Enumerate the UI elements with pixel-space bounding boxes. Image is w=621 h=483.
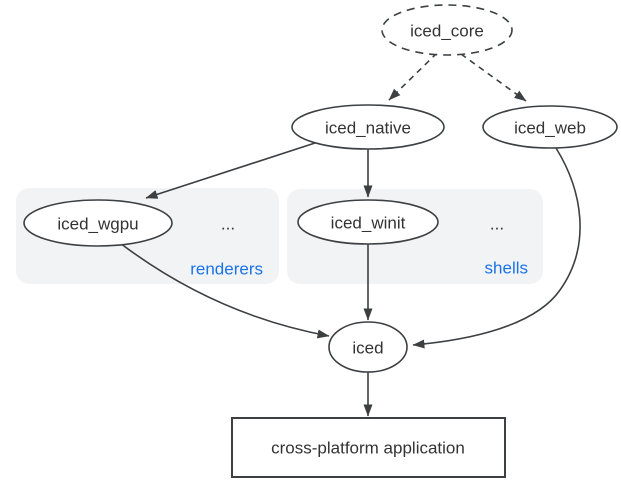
iced_winit-ellipse [297, 199, 439, 245]
renderers-group-label: renderers [190, 260, 263, 279]
app-rect [231, 417, 506, 478]
node-iced_core: iced_core [381, 4, 513, 56]
iced-label: iced [352, 339, 383, 358]
iced_web-label: iced_web [514, 119, 586, 138]
iced_core-ellipse [381, 4, 513, 56]
iced_wgpu-ellipse [23, 199, 173, 247]
edge-iced_core-iced_native [388, 52, 438, 101]
shells-ellipsis: ... [490, 215, 504, 234]
node-cross-platform-application: cross-platform application [231, 417, 506, 478]
app-label: cross-platform application [271, 439, 465, 458]
edge-iced_web-iced [412, 147, 581, 349]
iced_core-label: iced_core [410, 22, 484, 41]
edge-iced_core-iced_web [460, 53, 527, 102]
shells-group-label: shells [485, 259, 528, 278]
iced_wgpu-label: iced_wgpu [57, 215, 138, 234]
node-iced_winit: iced_winit [297, 199, 439, 245]
edge-iced_wgpu-iced [119, 242, 330, 339]
renderers-ellipsis: ... [221, 215, 235, 234]
node-iced_native: iced_native [291, 104, 445, 150]
node-iced_wgpu: iced_wgpu [23, 199, 173, 247]
edge-iced_native-iced_wgpu [145, 142, 316, 199]
node-iced: iced [328, 321, 408, 373]
iced_web-ellipse [482, 105, 618, 149]
node-iced_web: iced_web [482, 105, 618, 149]
iced_native-label: iced_native [325, 119, 411, 138]
iced_winit-label: iced_winit [331, 214, 406, 233]
iced-ellipse [328, 321, 408, 373]
iced_native-ellipse [291, 104, 445, 150]
